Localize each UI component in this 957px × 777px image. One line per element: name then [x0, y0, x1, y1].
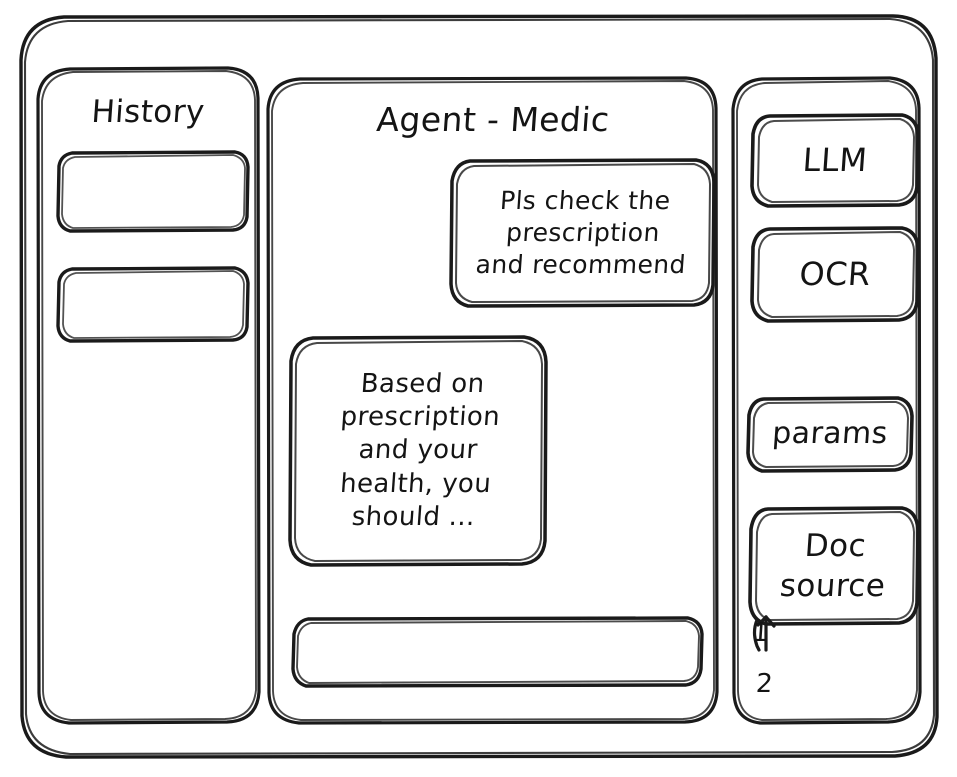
agent-message-line: Based on [359, 368, 486, 399]
tool-button-llm[interactable]: LLM [801, 140, 869, 179]
message-composer-input[interactable] [293, 618, 702, 685]
agent-message-line: prescription [339, 402, 502, 433]
history-list-item[interactable] [58, 268, 248, 341]
user-message-line: Pls check the [499, 186, 672, 215]
history-panel-title: History [90, 94, 206, 131]
doc-source-box[interactable]: Doc source [746, 508, 922, 625]
doc-source-reference-2[interactable]: 2 [754, 669, 775, 700]
agent-message-line: should ... [350, 501, 477, 532]
agent-message-line: health, you [339, 468, 493, 499]
doc-source-label-line: Doc [803, 527, 868, 564]
doc-source-reference-1[interactable]: 1 [750, 618, 771, 649]
tool-button-params[interactable]: params [771, 415, 889, 451]
user-message-line: and recommend [474, 250, 687, 279]
tool-button-ocr[interactable]: OCR [798, 254, 872, 293]
user-message-bubble: Pls check the prescription and recommend [447, 160, 719, 306]
user-message-line: prescription [505, 218, 661, 247]
agent-message-line: and your [357, 435, 479, 466]
doc-source-label-line: source [778, 567, 887, 604]
agent-title: Agent - Medic [375, 99, 611, 139]
agent-message-bubble: Based on prescription and your health, y… [282, 337, 554, 565]
history-list-item[interactable] [58, 152, 248, 231]
